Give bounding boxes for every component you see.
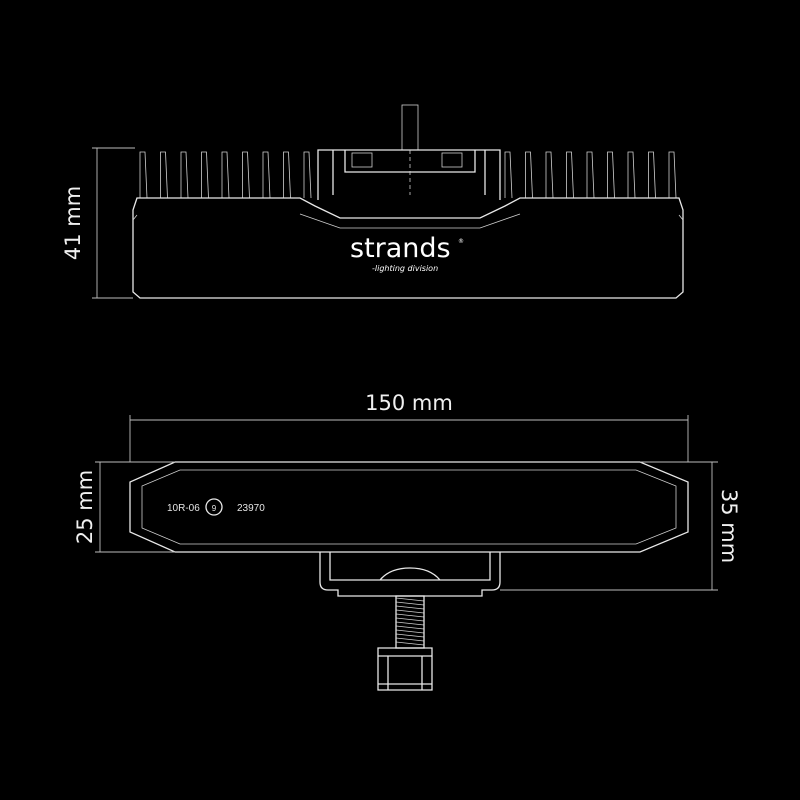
thread-line xyxy=(395,601,425,606)
thread-line xyxy=(395,641,425,646)
dimension-25mm: 25 mm xyxy=(73,461,175,553)
front-view: 10R-06 9 23970 xyxy=(129,461,689,691)
fin xyxy=(221,151,230,199)
product-code: 23970 xyxy=(237,503,265,514)
approval-marking: 10R-06 xyxy=(167,503,200,514)
dimension-label-height: 41 mm xyxy=(61,186,85,260)
approval-circle xyxy=(205,498,223,516)
lens-inner-outline xyxy=(141,469,677,545)
fin xyxy=(242,151,250,199)
fin xyxy=(160,151,168,199)
thread-line xyxy=(395,613,425,618)
housing-edge xyxy=(132,213,684,229)
thread-line xyxy=(395,625,425,630)
thread-line xyxy=(395,617,425,622)
bracket-screw-right xyxy=(441,152,463,168)
fin xyxy=(668,151,677,199)
dimension-150mm: 150 mm xyxy=(129,391,689,462)
mount-bracket-front xyxy=(319,552,501,597)
thread-line xyxy=(395,597,425,602)
side-view: strands ® -lighting division xyxy=(132,104,684,299)
fin xyxy=(586,151,595,199)
thread-line xyxy=(395,637,425,642)
cable xyxy=(401,104,419,151)
fin xyxy=(303,151,312,199)
dimension-label-total-height: 35 mm xyxy=(717,489,741,563)
dimension-label-lens-height: 25 mm xyxy=(73,470,97,544)
fin xyxy=(262,151,271,199)
fin xyxy=(180,151,189,199)
thread-line xyxy=(395,633,425,638)
bolt-thread xyxy=(395,595,425,649)
logo-text: strands xyxy=(350,233,451,264)
fin xyxy=(648,151,656,199)
fin xyxy=(139,151,148,199)
cooling-fins xyxy=(139,151,677,199)
lens-housing-outline xyxy=(129,461,689,553)
thread-line xyxy=(395,629,425,634)
nut xyxy=(377,647,433,691)
fin xyxy=(607,151,615,199)
registered-mark: ® xyxy=(458,238,464,245)
thread-line xyxy=(395,609,425,614)
thread-line xyxy=(395,621,425,626)
fin xyxy=(627,151,636,199)
fin xyxy=(545,151,554,199)
mount-bracket xyxy=(317,149,501,200)
dimension-label-length: 150 mm xyxy=(365,391,453,415)
thread-line xyxy=(395,605,425,610)
fin xyxy=(504,151,513,199)
dimension-41mm: 41 mm xyxy=(61,147,135,299)
logo-tagline: -lighting division xyxy=(372,264,438,273)
fin xyxy=(566,151,574,199)
approval-circle-number: 9 xyxy=(212,504,217,513)
bracket-screw-left xyxy=(351,152,373,168)
fin xyxy=(283,151,291,199)
fin xyxy=(525,151,533,199)
housing-outline xyxy=(132,197,684,299)
dimension-35mm: 35 mm xyxy=(500,461,741,591)
fin xyxy=(201,151,209,199)
